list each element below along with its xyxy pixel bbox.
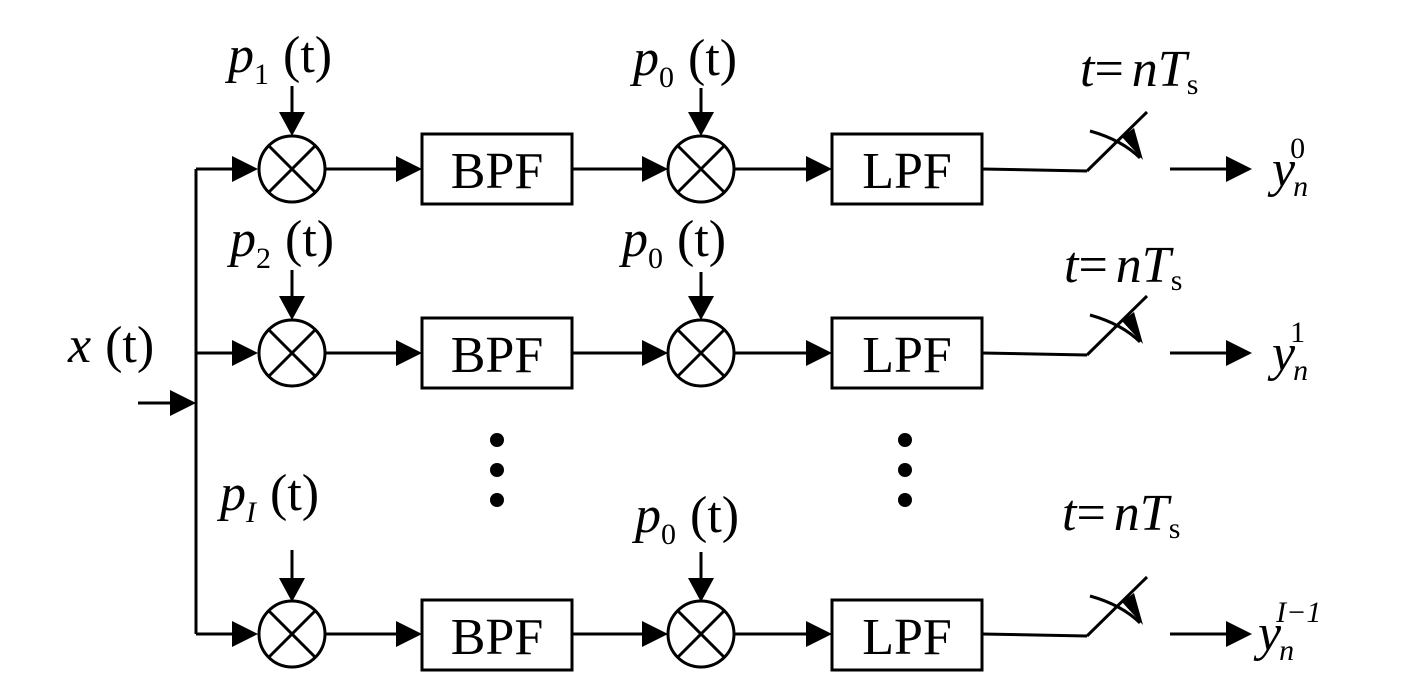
lpf-label: LPF [862, 609, 952, 666]
multiplier-icon [666, 318, 736, 388]
sampling-label: t=nTs [1080, 41, 1198, 101]
multiplier-icon [257, 318, 327, 388]
branch-2: pI(t) BPF p0(t) LPF t=nTs [196, 465, 1321, 672]
multiplier-icon [666, 599, 736, 669]
bpf-label: BPF [451, 609, 544, 666]
input-arrowhead [170, 390, 196, 416]
lpf-label: LPF [862, 327, 952, 384]
bpf-label: BPF [451, 327, 544, 384]
multiplier-icon [257, 134, 327, 204]
multiplier-icon [257, 599, 327, 669]
vertical-ellipsis-icon [898, 433, 912, 507]
bpf-box [420, 598, 574, 672]
branch-0: p1(t) BPF p0(t) LPF t=nTs [196, 27, 1308, 206]
input-signal: x(t) [67, 169, 198, 634]
sampler-switch-icon [1085, 110, 1149, 173]
lpf-box [830, 132, 984, 206]
carrier-label: pI(t) [216, 465, 319, 529]
vertical-ellipsis-icon [490, 433, 504, 507]
bpf-box [420, 132, 574, 206]
branch-1: p2(t) BPF p0(t) LPF t=nTs [196, 211, 1308, 390]
mixer-label: p0(t) [618, 211, 726, 275]
sampling-label: t=nTs [1062, 485, 1180, 545]
output-label: ynI−1 [1253, 596, 1321, 667]
carrier-label: p1(t) [224, 27, 332, 91]
mixer-label: p0(t) [631, 487, 739, 551]
sampler-switch-icon [1085, 294, 1149, 357]
output-label: yn1 [1267, 316, 1308, 387]
mixer-label: p0(t) [629, 30, 737, 94]
bpf-box [420, 316, 574, 390]
input-label: x(t) [67, 317, 154, 374]
sampler-switch-icon [1085, 575, 1149, 638]
multiplier-icon [666, 134, 736, 204]
output-label: yn0 [1267, 132, 1308, 203]
bpf-label: BPF [451, 143, 544, 200]
lpf-label: LPF [862, 143, 952, 200]
carrier-label: p2(t) [226, 211, 334, 275]
sampling-label: t=nTs [1064, 237, 1182, 297]
